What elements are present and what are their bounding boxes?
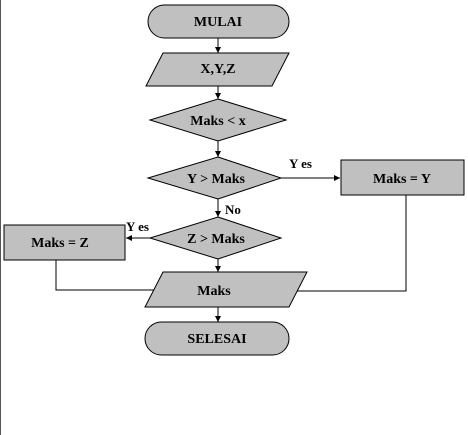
process-max-y-label: Maks = Y xyxy=(373,172,431,187)
process-max-z xyxy=(3,224,126,261)
output-parallelogram xyxy=(144,271,308,308)
edge-processz-output xyxy=(55,260,175,293)
decision-y-label: Y > Maks xyxy=(187,172,246,187)
decision-max-x xyxy=(148,98,288,142)
output-label: Maks xyxy=(197,284,231,299)
decision-z xyxy=(148,216,283,260)
end-terminator xyxy=(144,321,290,356)
decision-z-label: Z > Maks xyxy=(187,232,245,247)
input-parallelogram xyxy=(145,52,290,87)
process-max-z-label: Maks = Z xyxy=(31,236,89,251)
label-no-y: No xyxy=(225,202,241,217)
decision-max-x-label: Maks < x xyxy=(190,114,245,129)
input-label: X,Y,Z xyxy=(200,62,235,77)
label-yes-z: Y es xyxy=(126,219,149,234)
start-terminator xyxy=(147,4,290,39)
end-label: SELESAI xyxy=(187,332,246,347)
decision-y xyxy=(146,156,283,200)
start-label: MULAI xyxy=(194,15,242,30)
edge-processy-output xyxy=(290,195,407,294)
process-max-y xyxy=(340,159,465,196)
label-yes-y: Y es xyxy=(289,156,312,171)
